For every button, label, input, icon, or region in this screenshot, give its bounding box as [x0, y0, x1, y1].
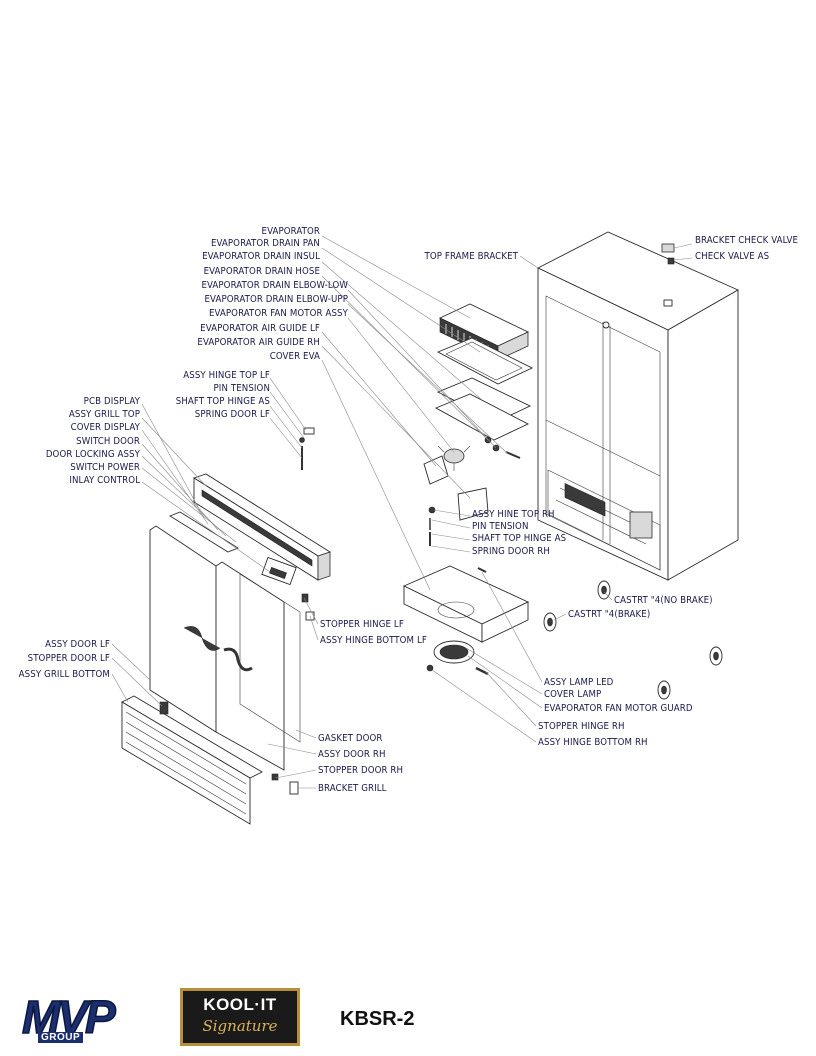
label-shaft-top-hinge-as-lf: SHAFT TOP HINGE AS: [176, 396, 270, 407]
model-number: KBSR-2: [340, 1008, 415, 1030]
label-assy-hine-top-rh: ASSY HINE TOP RH: [472, 509, 555, 520]
label-evaporator-drain-elbow-low: EVAPORATOR DRAIN ELBOW-LOW: [201, 280, 348, 291]
label-castrt-brake: CASTRT "4(BRAKE): [568, 609, 650, 620]
label-cover-lamp: COVER LAMP: [544, 689, 601, 700]
label-assy-hinge-bottom-lf: ASSY HINGE BOTTOM LF: [320, 635, 427, 646]
cabinet-body: [536, 231, 739, 581]
label-pin-tension-lf: PIN TENSION: [214, 383, 271, 394]
lower-tray-part: [402, 565, 530, 643]
mvp-group-logo: MVP GROUP: [21, 993, 150, 1046]
door-parts: [149, 525, 301, 771]
label-spring-door-rh: SPRING DOOR RH: [472, 546, 550, 557]
label-evaporator-drain-insul: EVAPORATOR DRAIN INSUL: [202, 251, 320, 262]
assy-grill-top-part: [192, 473, 332, 581]
label-evaporator-fan-motor-guard: EVAPORATOR FAN MOTOR GUARD: [544, 703, 693, 714]
label-stopper-door-lf: STOPPER DOOR LF: [28, 653, 110, 664]
label-assy-door-rh: ASSY DOOR RH: [318, 749, 386, 760]
leader-lines: [111, 235, 693, 789]
label-assy-door-lf: ASSY DOOR LF: [45, 639, 110, 650]
label-evaporator-drain-pan: EVAPORATOR DRAIN PAN: [211, 238, 320, 249]
check-valve-part: [667, 257, 675, 265]
label-cover-display: COVER DISPLAY: [71, 422, 141, 433]
kool-it-logo-sub: Signature: [202, 1017, 278, 1035]
caster-parts: [543, 580, 723, 700]
label-bracket-grill: BRACKET GRILL: [318, 783, 387, 794]
label-pin-tension-rh: PIN TENSION: [472, 521, 529, 532]
part-labels: EVAPORATOR EVAPORATOR DRAIN PAN EVAPORAT…: [19, 226, 798, 794]
cover-eva-part: [434, 393, 530, 441]
label-door-locking-assy: DOOR LOCKING ASSY: [46, 449, 141, 460]
label-evaporator-air-guide-rh: EVAPORATOR AIR GUIDE RH: [197, 337, 320, 348]
assy-grill-bottom-part: [121, 695, 263, 825]
label-assy-grill-bottom: ASSY GRILL BOTTOM: [19, 669, 110, 680]
label-top-frame-bracket: TOP FRAME BRACKET: [424, 251, 519, 262]
evaporator-air-guide-lf-part: [423, 455, 449, 485]
label-assy-grill-top: ASSY GRILL TOP: [69, 409, 140, 420]
mvp-logo-sub: GROUP: [38, 1032, 84, 1043]
label-evaporator-air-guide-lf: EVAPORATOR AIR GUIDE LF: [200, 323, 320, 334]
label-assy-hinge-top-lf: ASSY HINGE TOP LF: [183, 370, 270, 381]
label-evaporator: EVAPORATOR: [262, 226, 320, 237]
label-evaporator-drain-elbow-upp: EVAPORATOR DRAIN ELBOW-UPP: [205, 294, 349, 305]
label-stopper-hinge-lf: STOPPER HINGE LF: [320, 619, 404, 630]
fan-motor-guard-part: [433, 640, 475, 664]
label-switch-door: SWITCH DOOR: [76, 436, 140, 447]
label-check-valve-as: CHECK VALVE AS: [695, 251, 769, 262]
bracket-check-valve-part: [661, 243, 675, 253]
evaporator-air-guide-rh-part: [457, 487, 489, 521]
label-bracket-check-valve: BRACKET CHECK VALVE: [695, 235, 798, 246]
label-inlay-control: INLAY CONTROL: [69, 475, 140, 486]
label-switch-power: SWITCH POWER: [70, 462, 140, 473]
label-assy-hinge-bottom-rh: ASSY HINGE BOTTOM RH: [538, 737, 648, 748]
pcb-display-part: [169, 511, 239, 553]
label-gasket-door: GASKET DOOR: [318, 733, 383, 744]
label-pcb-display: PCB DISPLAY: [84, 396, 141, 407]
label-stopper-hinge-rh: STOPPER HINGE RH: [538, 721, 625, 732]
label-evaporator-drain-hose: EVAPORATOR DRAIN HOSE: [204, 266, 320, 277]
label-spring-door-lf: SPRING DOOR LF: [195, 409, 270, 420]
label-stopper-door-rh: STOPPER DOOR RH: [318, 765, 403, 776]
kool-it-signature-logo: KOOL·IT Signature: [180, 988, 300, 1046]
label-shaft-top-hinge-as-rh: SHAFT TOP HINGE AS: [472, 533, 566, 544]
evaporator-fan-motor-part: [437, 445, 471, 471]
label-cover-eva: COVER EVA: [270, 351, 320, 362]
kool-it-logo-text: KOOL·IT: [203, 995, 277, 1014]
label-evaporator-fan-motor-assy: EVAPORATOR FAN MOTOR ASSY: [209, 308, 349, 319]
label-assy-lamp-led: ASSY LAMP LED: [544, 677, 614, 688]
evaporator-drain-pan-part: [436, 337, 534, 385]
label-castrt-no-brake: CASTRT "4(NO BRAKE): [614, 595, 713, 606]
